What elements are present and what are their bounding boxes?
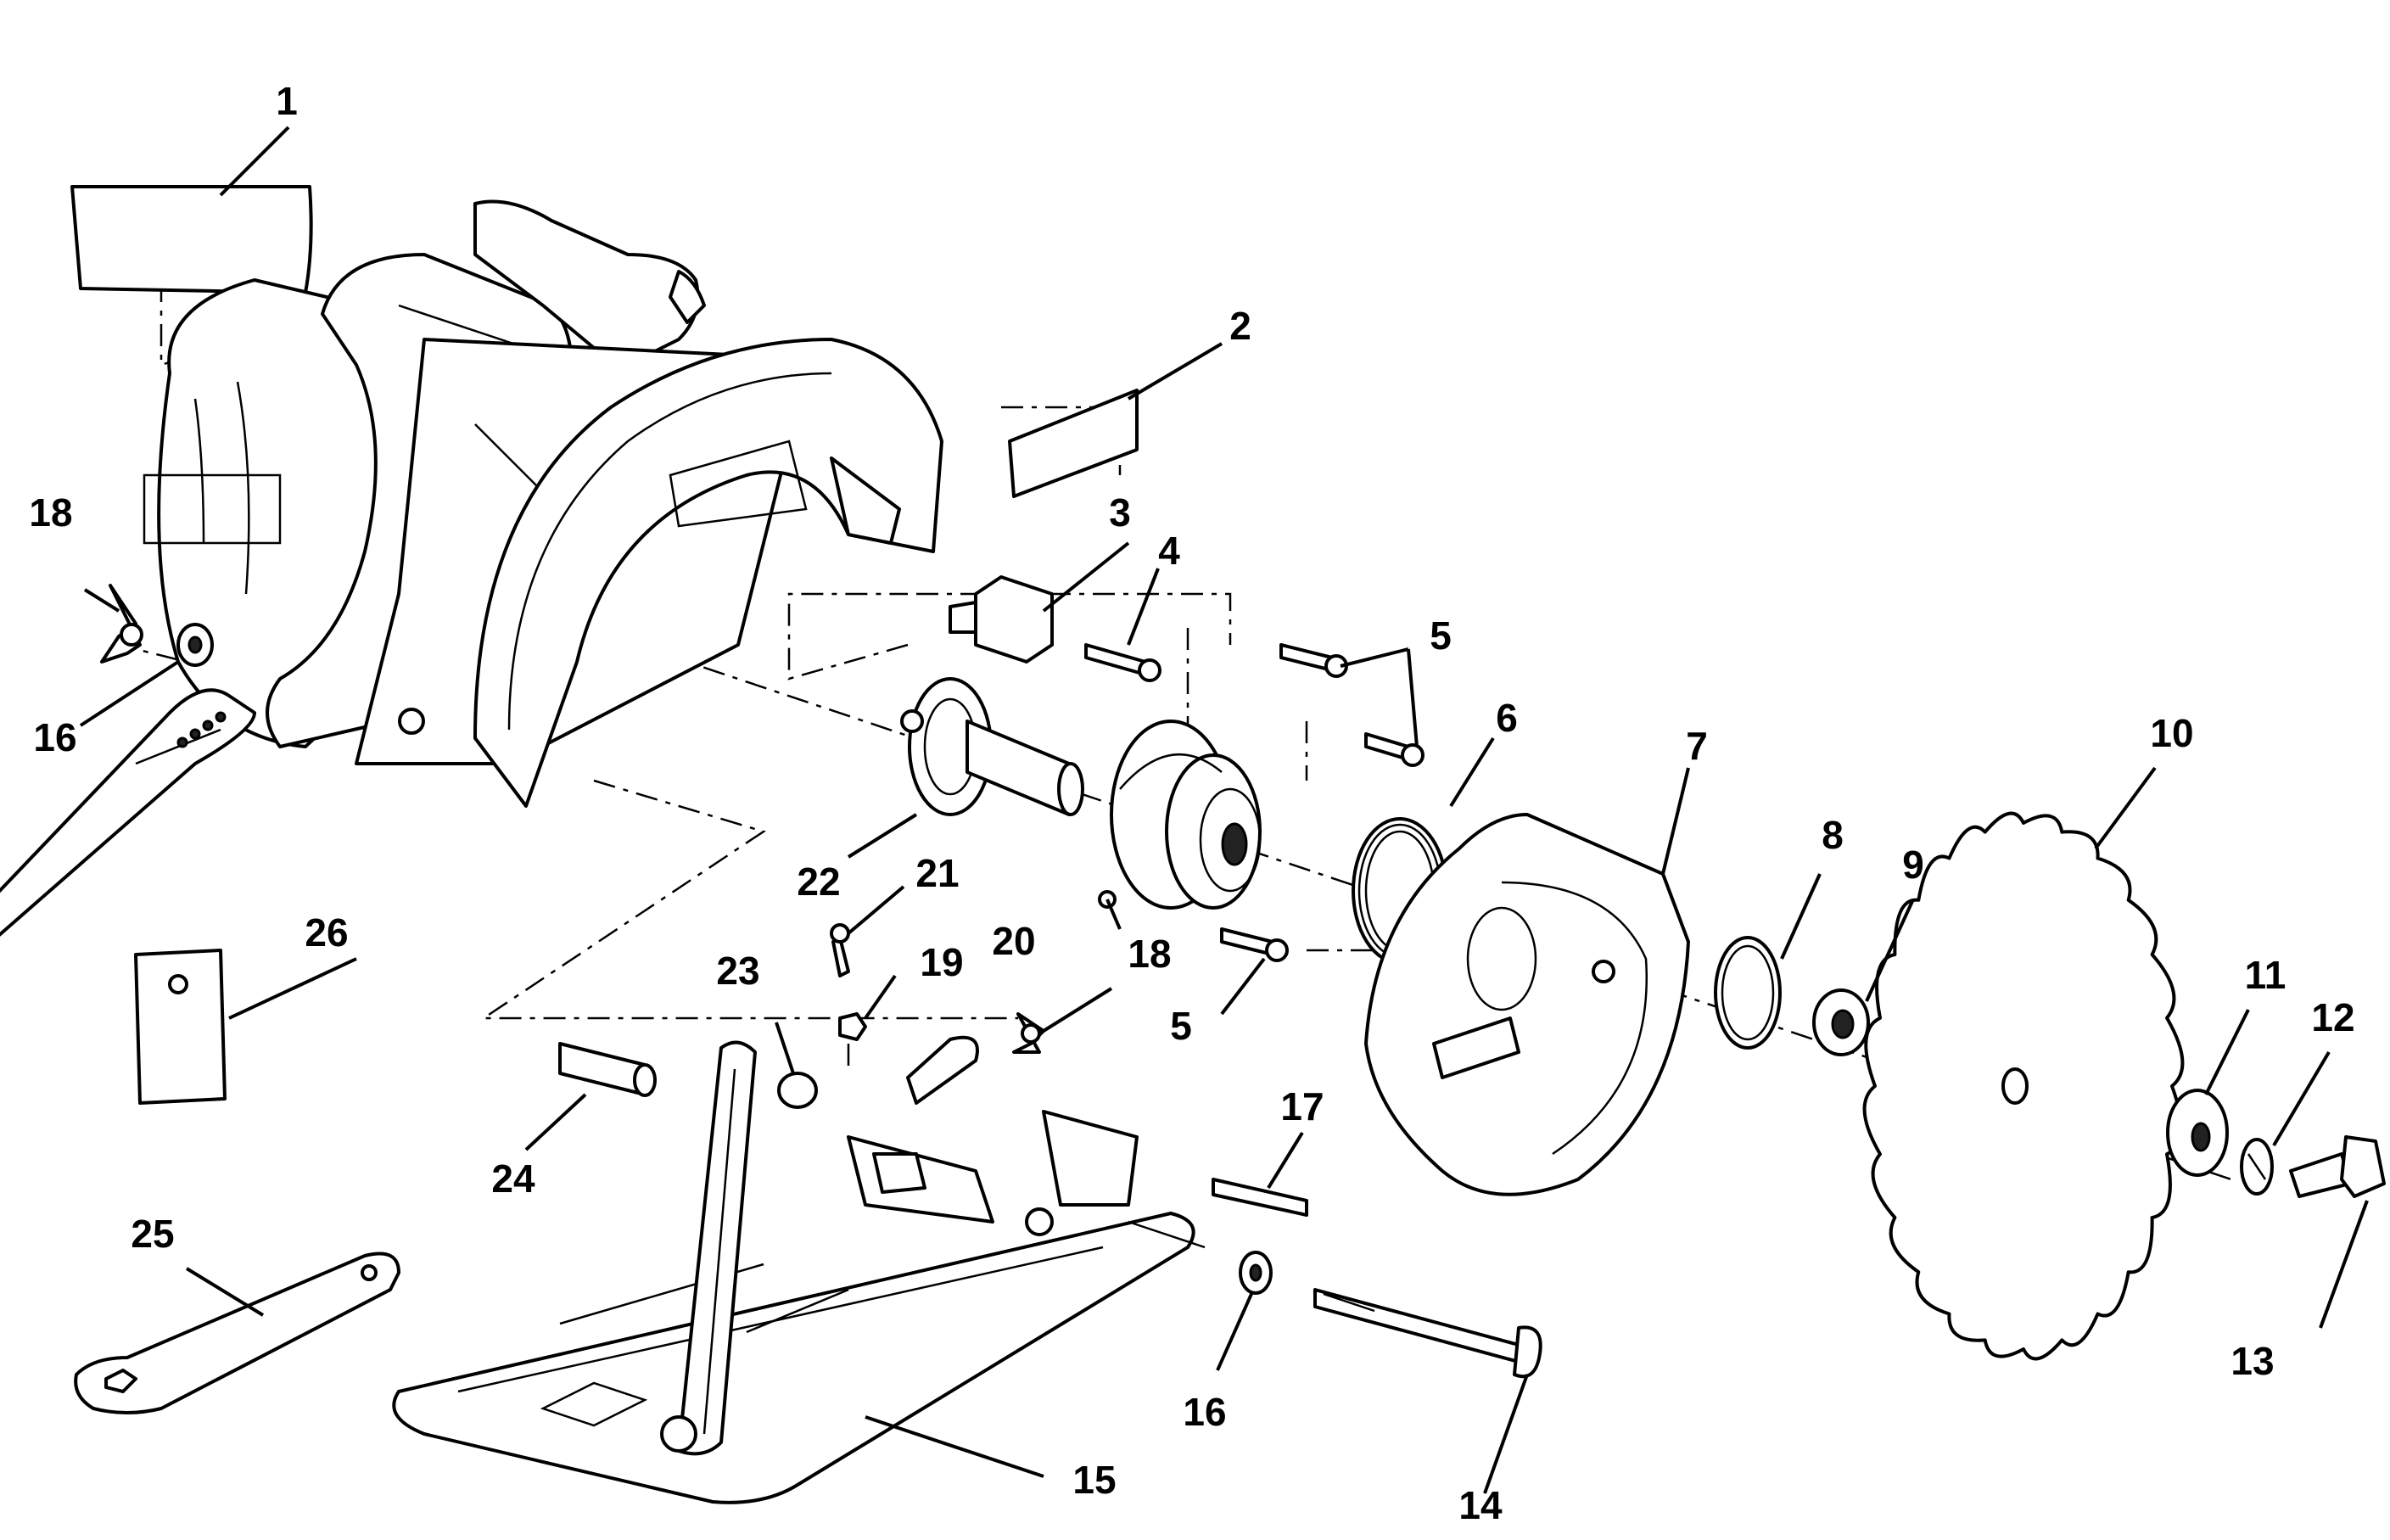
callout-18-left: 18 bbox=[29, 490, 72, 535]
part-12-clip bbox=[2240, 1138, 2274, 1196]
callout-20: 20 bbox=[992, 919, 1035, 963]
callout-18-right: 18 bbox=[1128, 932, 1171, 976]
callout-25: 25 bbox=[131, 1212, 174, 1256]
part-5-screws bbox=[1220, 643, 1424, 962]
leader-lines bbox=[79, 126, 2369, 1494]
part-3-brush-holder bbox=[949, 575, 1054, 664]
callout-16-right: 16 bbox=[1183, 1390, 1226, 1434]
callout-11: 11 bbox=[2245, 953, 2286, 997]
callout-3: 3 bbox=[1109, 490, 1131, 535]
part-22-spindle-gear bbox=[900, 677, 1084, 816]
callout-15: 15 bbox=[1072, 1458, 1116, 1502]
part-25-wrench bbox=[74, 1252, 400, 1414]
callout-13: 13 bbox=[2230, 1339, 2274, 1383]
callout-2: 2 bbox=[1229, 304, 1251, 348]
part-15-base-plate bbox=[392, 1040, 1206, 1504]
part-8-ring bbox=[1714, 936, 1782, 1050]
part-9-washer bbox=[1812, 988, 1870, 1056]
callout-19: 19 bbox=[920, 940, 963, 984]
callout-6: 6 bbox=[1496, 696, 1518, 740]
callout-14: 14 bbox=[1458, 1483, 1503, 1527]
callout-22: 22 bbox=[797, 860, 840, 904]
callout-numbers: 1 2 3 4 5 5 6 7 8 9 10 11 12 13 14 15 16… bbox=[29, 79, 2354, 1527]
callout-5-upper: 5 bbox=[1430, 613, 1452, 658]
part-26-tag bbox=[134, 949, 227, 1105]
part-14-bolt bbox=[1313, 1288, 1542, 1379]
saw-body bbox=[0, 199, 943, 937]
part-10-saw-blade bbox=[1862, 811, 2185, 1361]
callout-8: 8 bbox=[1822, 813, 1844, 857]
callout-7: 7 bbox=[1686, 724, 1708, 768]
part-2-label bbox=[1008, 389, 1139, 498]
callout-24: 24 bbox=[491, 1156, 535, 1201]
callout-12: 12 bbox=[2311, 995, 2354, 1039]
part-11-washer bbox=[2166, 1089, 2229, 1177]
callout-23: 23 bbox=[716, 949, 759, 993]
small-hardware bbox=[100, 584, 1308, 1295]
callout-1: 1 bbox=[276, 79, 298, 123]
callout-4: 4 bbox=[1158, 529, 1180, 573]
callout-5-lower: 5 bbox=[1170, 1004, 1192, 1048]
part-20-bearing-housing bbox=[1098, 720, 1262, 910]
callout-17: 17 bbox=[1280, 1084, 1324, 1128]
callout-10: 10 bbox=[2150, 711, 2193, 755]
part-13-bolt bbox=[2289, 1135, 2386, 1198]
callout-21: 21 bbox=[915, 851, 959, 895]
callout-16-left: 16 bbox=[33, 715, 76, 759]
callout-9: 9 bbox=[1902, 843, 1924, 887]
callout-26: 26 bbox=[305, 910, 348, 955]
part-4-screw bbox=[1084, 643, 1161, 682]
part-1-label-plate bbox=[70, 185, 313, 294]
part-7-lower-guard bbox=[1364, 813, 1690, 1196]
